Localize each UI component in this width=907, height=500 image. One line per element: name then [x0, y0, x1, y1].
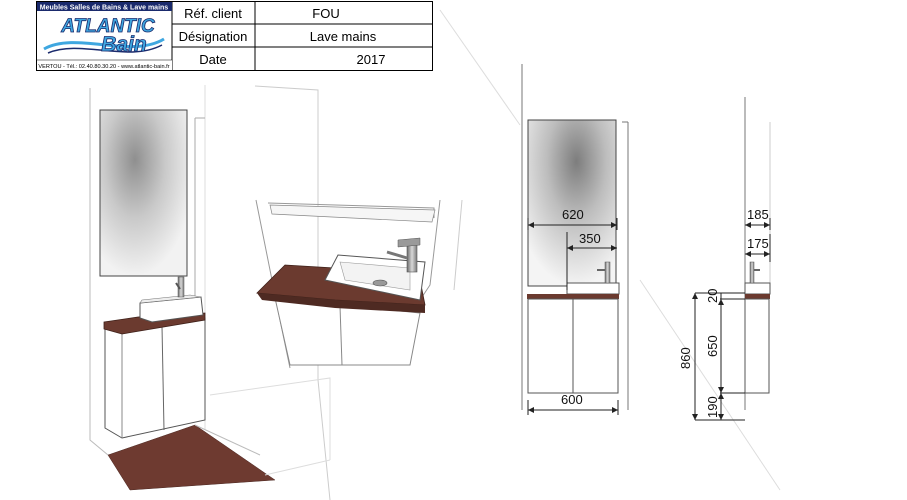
title-value-ref-client: FOU — [312, 6, 339, 21]
perspective-view-left — [89, 85, 331, 500]
title-value-date: 2017 — [357, 52, 386, 67]
perspective-view-zoom — [255, 199, 463, 369]
logo-contact: VERTOU - Tél.: 02.40.80.30.20 - www.atla… — [38, 64, 169, 70]
dim-tap-offset: 350 — [579, 231, 601, 246]
logo-brand-line1: ATLANTIC — [60, 16, 155, 37]
logo-brand-line2: Bain — [101, 33, 147, 56]
dim-total-height: 860 — [678, 347, 693, 369]
dim-top-thickness: 20 — [705, 289, 720, 303]
mirror-left — [99, 109, 188, 277]
dim-depth-total: 185 — [747, 207, 769, 222]
title-label-date: Date — [199, 52, 226, 67]
front-elevation — [521, 64, 629, 415]
title-label-designation: Désignation — [179, 29, 248, 44]
title-block: Meubles Salles de Bains & Lave mains ATL… — [36, 1, 433, 71]
dim-mirror-width: 620 — [562, 207, 584, 222]
title-label-ref-client: Réf. client — [184, 6, 242, 21]
floor-left — [107, 424, 276, 491]
tap-side — [749, 261, 755, 284]
dim-cabinet-height: 650 — [705, 335, 720, 357]
cabinet-side — [744, 298, 770, 394]
side-elevation — [692, 97, 771, 421]
title-value-designation: Lave mains — [310, 29, 377, 44]
mirror-front — [527, 119, 617, 287]
dim-floor-gap: 190 — [705, 396, 720, 418]
dim-cabinet-width: 600 — [561, 392, 583, 407]
tap-front — [604, 261, 611, 284]
dim-depth-top: 175 — [747, 236, 769, 251]
worktop-front — [527, 294, 619, 299]
worktop-side — [745, 294, 770, 299]
brand-logo: Meubles Salles de Bains & Lave mains ATL… — [37, 2, 172, 70]
logo-tagline: Meubles Salles de Bains & Lave mains — [40, 5, 168, 12]
